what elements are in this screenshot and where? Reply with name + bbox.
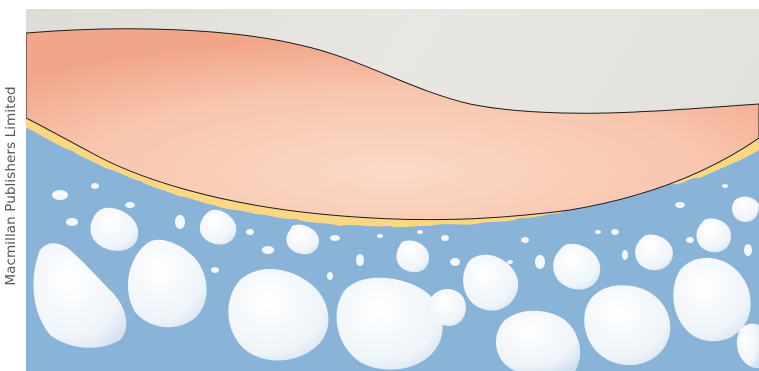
tissue-illustration xyxy=(26,9,759,371)
credit-strip: Macmillan Publishers Limited xyxy=(0,0,22,371)
credit-text: Macmillan Publishers Limited xyxy=(3,86,19,285)
